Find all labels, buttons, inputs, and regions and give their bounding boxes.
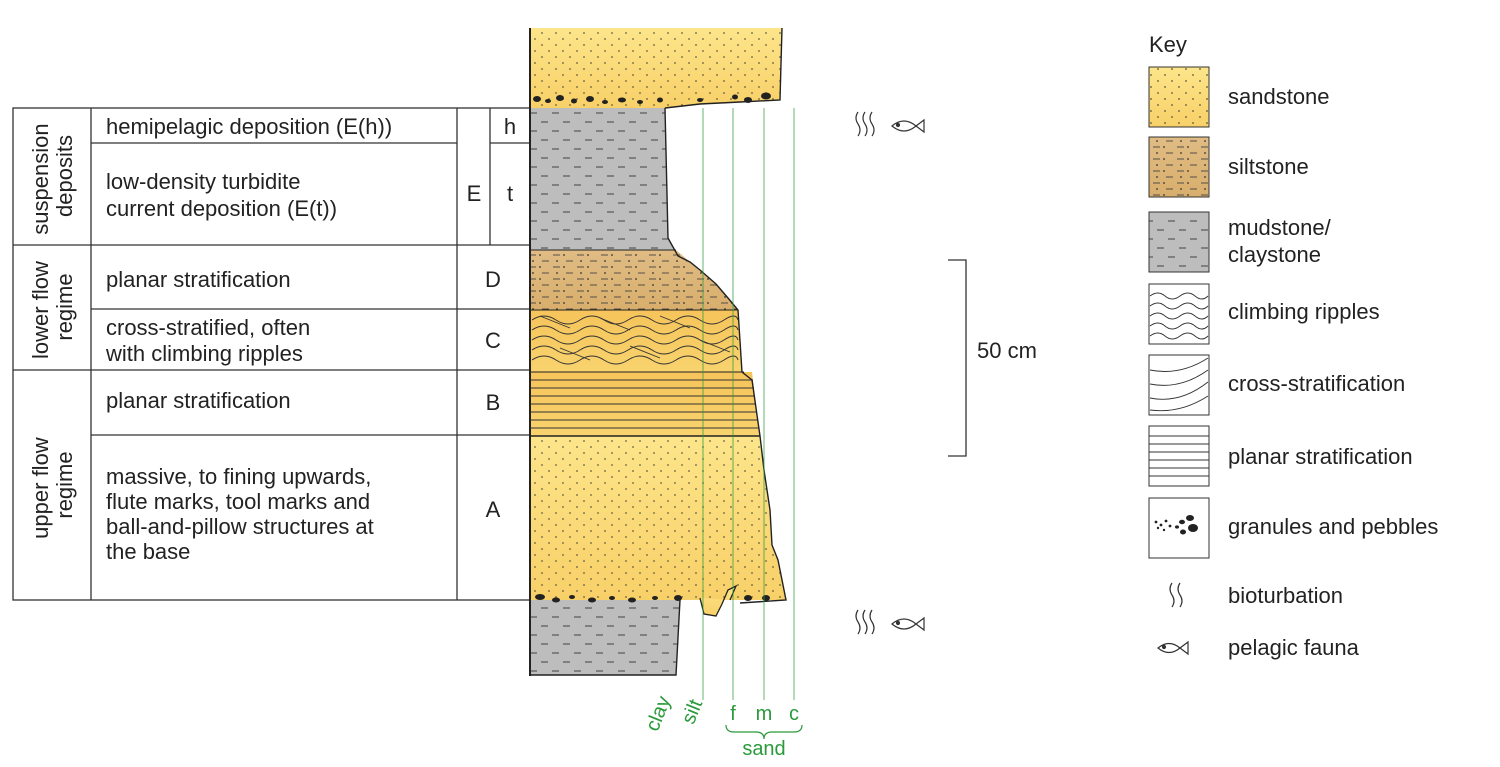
letter-B: B [486, 390, 501, 415]
axis-clay: clay [642, 693, 676, 734]
regime-upper-flow: upper flow regime [28, 431, 77, 539]
regime-labels: suspension deposits lower flow regime up… [28, 117, 77, 539]
letter-E: E [467, 181, 482, 206]
fish-icon [891, 616, 925, 632]
bioturbation-icon [855, 609, 875, 635]
key-title: Key [1149, 32, 1187, 57]
regime-lower-flow: lower flow regime [28, 255, 77, 359]
division-A-text: massive, to fining upwards, flute marks,… [106, 464, 380, 564]
letter-h: h [504, 114, 516, 139]
scale-bar-label: 50 cm [977, 338, 1037, 363]
key-bioturbation-label: bioturbation [1228, 583, 1343, 608]
division-letters: E h t D C B A [467, 114, 516, 522]
division-D-text: planar stratification [106, 267, 291, 292]
key-mudstone: mudstone/ claystone [1148, 211, 1337, 273]
key-planar-stratification-label: planar stratification [1228, 444, 1413, 469]
key-pelagic-fauna: pelagic fauna [1157, 635, 1360, 660]
stratigraphic-column [529, 27, 787, 676]
key-planar-stratification: planar stratification [1148, 425, 1413, 487]
key-climbing-ripples: climbing ripples [1148, 283, 1380, 345]
key-siltstone: siltstone [1148, 136, 1309, 198]
scale-bar: 50 cm [948, 259, 1037, 457]
key-climbing-ripples-label: climbing ripples [1228, 299, 1380, 324]
letter-C: C [485, 328, 501, 353]
bioturbation-icon [1169, 582, 1183, 608]
fish-icon [891, 118, 925, 134]
sand-brace [725, 724, 803, 740]
pebbles-top [533, 92, 771, 104]
regime-suspension-deposits: suspension deposits [28, 117, 77, 234]
grain-size-guides [702, 108, 795, 700]
letter-t: t [507, 181, 513, 206]
division-descriptions: hemipelagic deposition (E(h)) low-densit… [105, 114, 392, 564]
key-cross-stratification-label: cross-stratification [1228, 371, 1405, 396]
letter-A: A [486, 497, 501, 522]
division-C-text: cross-stratified, often with climbing ri… [105, 315, 316, 366]
ripple-lines [531, 315, 739, 365]
division-Eh-text: hemipelagic deposition (E(h)) [106, 114, 392, 139]
sole-mark [699, 584, 738, 617]
grain-size-axis: clay silt f m c sand [642, 693, 803, 760]
bioturbation-icon [855, 111, 875, 137]
axis-sand: sand [742, 738, 785, 760]
key-legend: Key sandstone siltstone mudstone/ clayst… [1148, 32, 1438, 660]
key-bioturbation: bioturbation [1169, 582, 1343, 608]
key-siltstone-label: siltstone [1228, 154, 1309, 179]
division-Et-text: low-density turbidite current deposition… [106, 169, 337, 221]
axis-c: c [789, 703, 799, 725]
planar-lines [530, 379, 759, 429]
axis-f: f [730, 703, 736, 725]
key-pelagic-fauna-label: pelagic fauna [1228, 635, 1360, 660]
ripples-C [530, 310, 742, 372]
division-table [12, 107, 531, 601]
letter-D: D [485, 267, 501, 292]
key-cross-stratification: cross-stratification [1148, 354, 1405, 416]
key-sandstone-label: sandstone [1228, 84, 1330, 109]
key-sandstone: sandstone [1148, 66, 1330, 128]
key-granules-pebbles: granules and pebbles [1148, 497, 1438, 559]
key-mudstone-label: mudstone/ claystone [1228, 215, 1337, 267]
fish-icon [1157, 640, 1189, 656]
axis-silt: silt [678, 696, 708, 727]
fauna-markers [855, 111, 925, 635]
axis-m: m [756, 703, 773, 725]
division-B-text: planar stratification [106, 388, 291, 413]
key-granules-pebbles-label: granules and pebbles [1228, 514, 1438, 539]
